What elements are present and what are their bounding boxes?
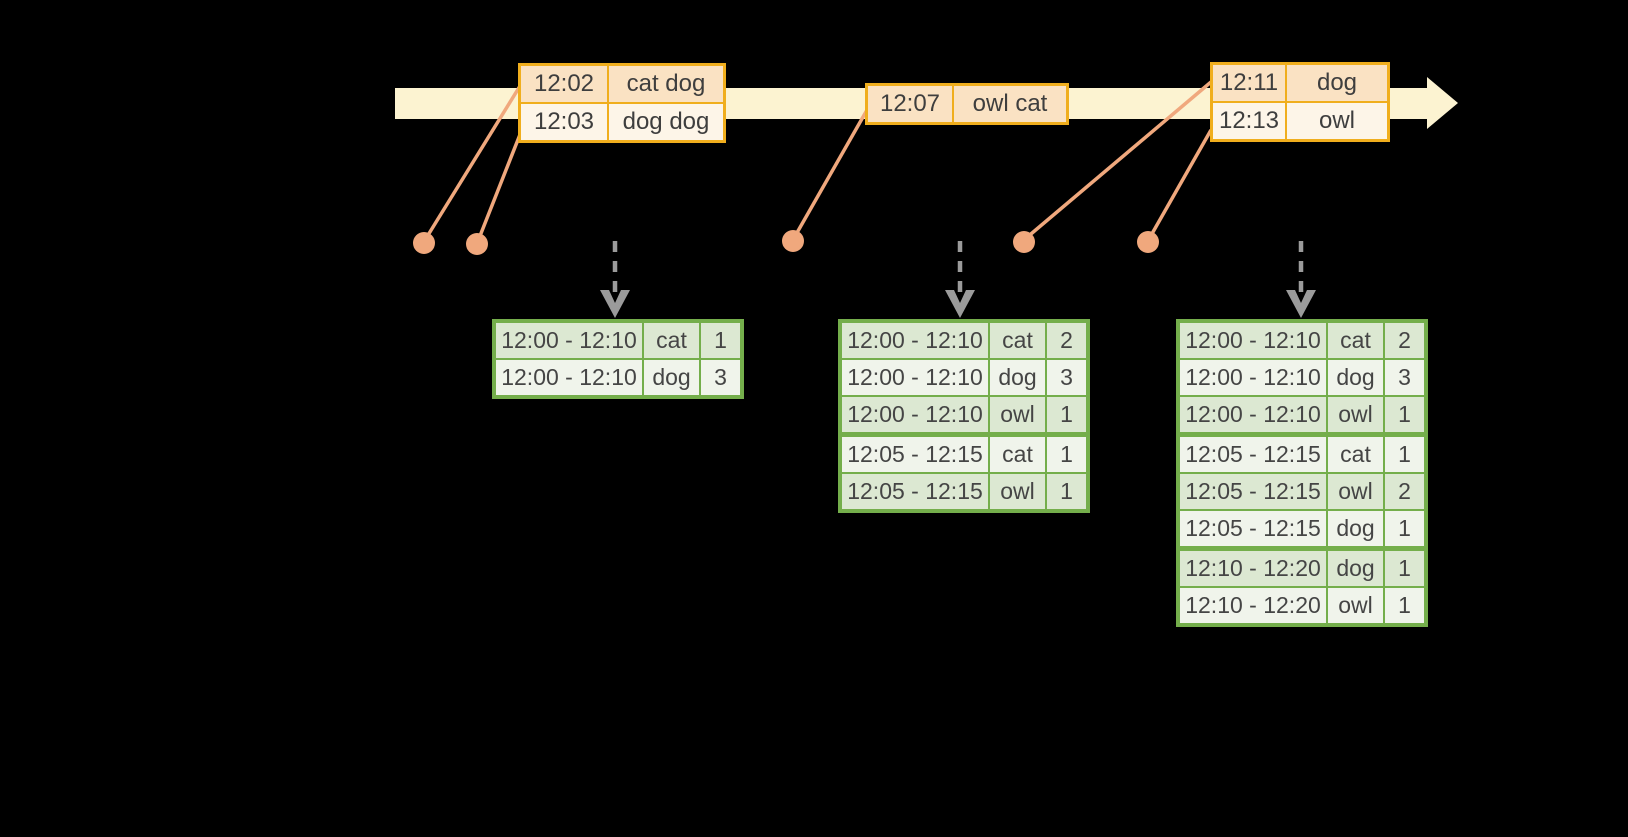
table-cell: 1: [1045, 395, 1089, 436]
table-cell: owl: [1285, 101, 1390, 142]
table-cell: dog: [1326, 358, 1385, 397]
table-cell: 2: [1383, 472, 1427, 511]
table-cell: 1: [1383, 395, 1427, 436]
table-cell: 3: [699, 358, 743, 398]
table-cell: 12:05 - 12:15: [839, 472, 990, 512]
event-marker-dot: [466, 233, 488, 255]
table-cell: 12:10 - 12:20: [1177, 546, 1328, 588]
table-cell: 12:10 - 12:20: [1177, 586, 1328, 626]
table-cell: dog: [1285, 62, 1390, 103]
table-cell: 12:13: [1210, 101, 1287, 142]
table-cell: owl cat: [952, 83, 1069, 125]
trigger-arrowheads: [600, 290, 1316, 318]
table-cell: dog: [1326, 509, 1385, 550]
table-cell: owl: [988, 395, 1047, 436]
event-marker-dots: [413, 230, 1159, 255]
table-cell: 1: [1383, 546, 1427, 588]
event-link-line: [1147, 129, 1213, 240]
table-cell: 1: [1383, 586, 1427, 626]
table-cell: dog: [1326, 546, 1385, 588]
trigger-arrowhead-icon: [945, 290, 975, 318]
table-cell: 12:00 - 12:10: [1177, 358, 1328, 397]
table-cell: cat: [642, 320, 701, 360]
table-cell: 12:05 - 12:15: [1177, 509, 1328, 550]
table-cell: 2: [1045, 320, 1089, 360]
table-cell: 12:05 - 12:15: [839, 432, 990, 474]
table-cell: 12:00 - 12:10: [839, 320, 990, 360]
table-cell: 12:05 - 12:15: [1177, 472, 1328, 511]
table-cell: 3: [1383, 358, 1427, 397]
table-cell: 3: [1045, 358, 1089, 397]
trigger-arrowhead-icon: [600, 290, 630, 318]
table-cell: 12:02: [518, 63, 609, 104]
table-cell: 1: [1383, 432, 1427, 474]
trigger-arrow-lines: [612, 241, 1304, 295]
table-cell: 12:00 - 12:10: [493, 320, 644, 360]
table-cell: 1: [699, 320, 743, 360]
timeline-arrowhead-icon: [1427, 77, 1458, 129]
table-cell: dog: [642, 358, 701, 398]
event-marker-dot: [1137, 231, 1159, 253]
event-link-line: [792, 109, 869, 239]
table-cell: owl: [1326, 472, 1385, 511]
event-marker-dot: [782, 230, 804, 252]
event-marker-dot: [413, 232, 435, 254]
event-marker-dot: [1013, 231, 1035, 253]
table-cell: 12:00 - 12:10: [493, 358, 644, 398]
table-cell: owl: [1326, 586, 1385, 626]
table-cell: 1: [1045, 472, 1089, 512]
table-cell: cat: [988, 432, 1047, 474]
table-cell: 12:00 - 12:10: [1177, 395, 1328, 436]
table-cell: 12:00 - 12:10: [839, 358, 990, 397]
table-cell: 2: [1383, 320, 1427, 360]
table-cell: 12:03: [518, 102, 609, 143]
table-cell: dog dog: [607, 102, 726, 143]
table-cell: owl: [988, 472, 1047, 512]
table-cell: cat: [1326, 432, 1385, 474]
table-cell: 12:05 - 12:15: [1177, 432, 1328, 474]
table-cell: 12:07: [865, 83, 954, 125]
table-cell: cat: [1326, 320, 1385, 360]
table-cell: cat dog: [607, 63, 726, 104]
event-link-line: [476, 131, 523, 242]
table-cell: 12:00 - 12:10: [1177, 320, 1328, 360]
table-cell: dog: [988, 358, 1047, 397]
trigger-arrowhead-icon: [1286, 290, 1316, 318]
table-cell: cat: [988, 320, 1047, 360]
table-cell: 1: [1383, 509, 1427, 550]
table-cell: owl: [1326, 395, 1385, 436]
table-cell: 12:11: [1210, 62, 1287, 103]
table-cell: 1: [1045, 432, 1089, 474]
table-cell: 12:00 - 12:10: [839, 395, 990, 436]
